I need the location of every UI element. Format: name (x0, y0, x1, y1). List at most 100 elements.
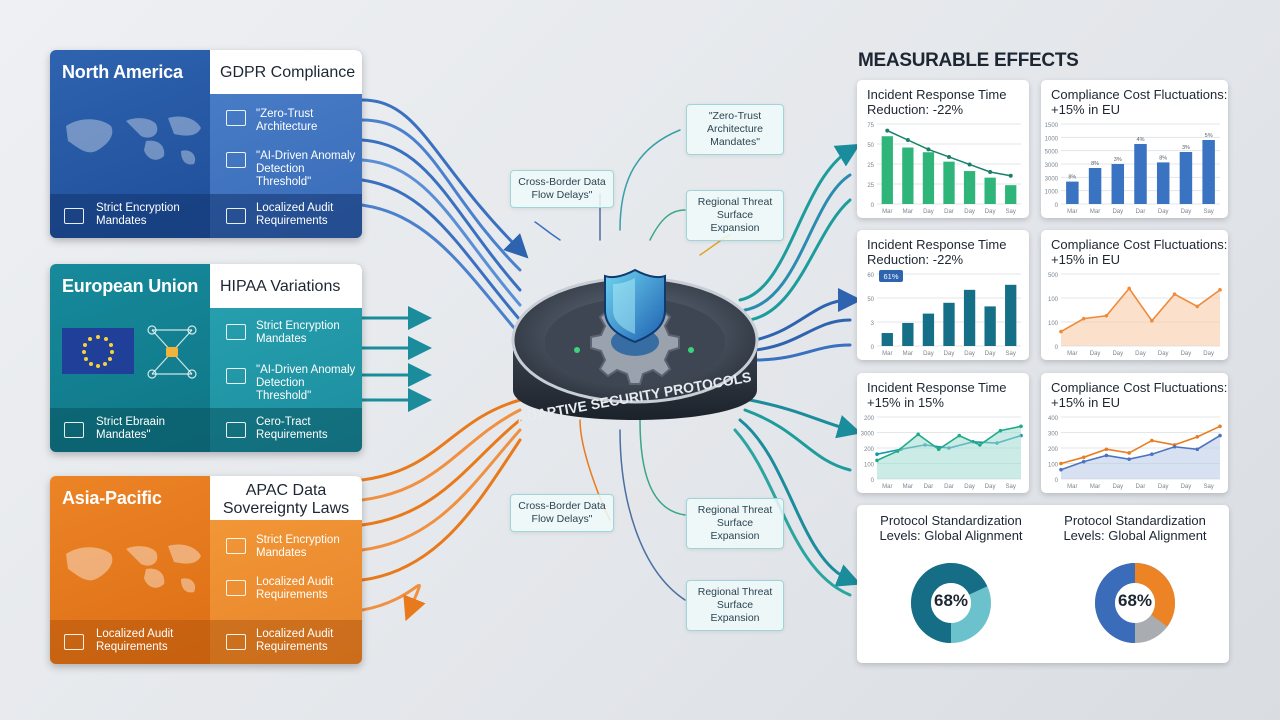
chart-bar (1202, 140, 1215, 204)
x-tick-label: Mar (882, 351, 892, 357)
trend-point (947, 154, 951, 159)
pie-percentage: 68% (933, 591, 969, 610)
x-tick-label: Mar (1090, 484, 1100, 490)
series-point (875, 458, 879, 463)
series-point (1127, 451, 1131, 455)
chart-bar (963, 289, 976, 346)
series-point (1172, 444, 1177, 449)
y-tick-label: 0 (871, 478, 875, 484)
chart-title: Incident Response Time Reduction: -22% (867, 87, 1007, 117)
y-tick-label: 0 (871, 203, 875, 209)
region-footer: Localized Audit Requirements Localized A… (50, 620, 362, 664)
x-tick-label: Day (985, 209, 996, 215)
x-tick-label: Day (985, 484, 996, 490)
lock-icon (226, 208, 246, 224)
y-tick-label: 0 (1055, 478, 1059, 484)
server-icon (226, 422, 246, 438)
y-tick-label: 50 (867, 143, 874, 149)
footer-item: Localized Audit Requirements (256, 628, 334, 653)
series-point (916, 432, 920, 437)
chart-card: Incident Response Time Reduction: -22% 6… (857, 230, 1029, 360)
series-point (957, 433, 962, 438)
chart-card: Compliance Cost Fluctuations: +15% in EU… (1041, 80, 1228, 218)
donut-chart-right (1095, 563, 1175, 643)
trend-point (967, 162, 972, 167)
series-point (1150, 452, 1154, 456)
chart-bar (881, 136, 893, 204)
trend-point (905, 138, 910, 142)
y-tick-label: 3000 (861, 432, 875, 438)
series-point (1218, 433, 1222, 438)
y-tick-label: 60 (867, 273, 874, 279)
donut-hole (1115, 583, 1155, 623)
area-fill (877, 426, 1021, 479)
area-fill (1061, 288, 1220, 346)
y-tick-label: 0 (871, 345, 875, 351)
network-icon (147, 325, 197, 379)
x-tick-label: Say (1203, 484, 1213, 490)
y-tick-label: 100 (1048, 463, 1059, 469)
data-label: 3% (1114, 157, 1122, 163)
y-tick-label: 25 (867, 163, 874, 169)
series-point (895, 449, 900, 453)
x-tick-label: Day (923, 209, 934, 215)
y-tick-label: 400 (1048, 416, 1059, 422)
data-label: 8% (1159, 155, 1167, 161)
region-name: Asia-Pacific (62, 488, 162, 508)
building-icon (226, 110, 246, 126)
server-icon (226, 152, 246, 168)
chart-bar (984, 177, 996, 204)
series-point (1104, 453, 1109, 458)
region-header: Asia-Pacific (50, 476, 210, 664)
x-tick-label: Dar (944, 209, 954, 215)
series-point (1150, 319, 1154, 323)
chart-card: Compliance Cost Fluctuations: +15% in EU… (1041, 230, 1228, 360)
footer-item: Strict Ebraain Mandates" (96, 416, 166, 441)
lock-icon (226, 634, 246, 650)
data-label: 5% (1205, 133, 1213, 139)
network-nodes-icon (226, 324, 246, 340)
y-tick-label: 1500 (1045, 123, 1059, 129)
y-tick-label: 1000 (1045, 190, 1059, 196)
series-point (1150, 438, 1154, 443)
chart-bar (943, 161, 955, 204)
cloud-icon (226, 580, 246, 596)
chart-bar (902, 322, 914, 346)
x-tick-label: Say (1006, 351, 1016, 357)
x-tick-label: Mar (903, 484, 913, 490)
x-tick-label: Day (1181, 209, 1192, 215)
regulation-item: Strict Encryption Mandates (256, 320, 340, 345)
x-tick-label: Say (1006, 484, 1016, 490)
x-tick-label: Day (1112, 209, 1123, 215)
regulation-title: HIPAA Variations (210, 264, 362, 308)
y-tick-label: 100 (1048, 321, 1059, 327)
world-map-icon (66, 544, 201, 593)
series-point (1195, 447, 1200, 452)
x-tick-label: Day (1090, 351, 1101, 357)
chart-bar (1005, 284, 1017, 346)
region-details: APAC Data Sovereignty Laws Strict Encryp… (210, 476, 362, 664)
footer-item: Strict Encryption Mandates (96, 202, 180, 227)
x-tick-label: Day (964, 484, 975, 490)
chart-bar (1111, 164, 1125, 204)
x-tick-label: Mar (1067, 484, 1077, 490)
donut-hole (931, 583, 971, 623)
regulation-title-text: APAC Data Sovereignty Laws (222, 482, 350, 517)
regulation-item: "AI-Driven Anomaly Detection Threshold" (256, 150, 356, 188)
y-tick-label: 3000 (1045, 163, 1059, 169)
world-map-icon (66, 116, 201, 165)
chart-bar (1088, 168, 1102, 204)
x-tick-label: Day (944, 351, 955, 357)
y-tick-label: 25 (867, 183, 874, 189)
x-tick-label: Day (964, 351, 975, 357)
donut-accent (1095, 563, 1175, 643)
x-tick-label: Dar (924, 484, 934, 490)
series-line (1060, 287, 1221, 333)
series-line (1060, 434, 1221, 471)
y-tick-label: 5000 (1045, 150, 1059, 156)
pie-percentage: 68% (1117, 591, 1153, 610)
series-line (1060, 425, 1221, 465)
